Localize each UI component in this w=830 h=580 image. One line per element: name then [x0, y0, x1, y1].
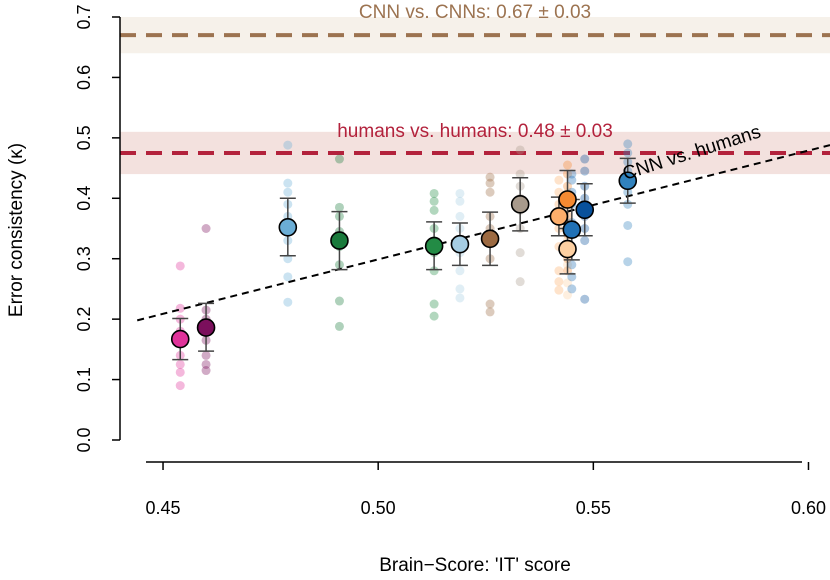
model-mean-point-12: [575, 200, 595, 220]
sample-point-3-0: [334, 321, 344, 331]
model-mean-point-9: [558, 190, 577, 209]
sample-point-10-0: [563, 290, 573, 300]
sample-point-2-1: [283, 272, 293, 282]
model-mean-point-11: [562, 220, 582, 240]
sample-point-13-2: [623, 199, 633, 209]
sample-point-11-8: [567, 169, 577, 179]
x-tick-label-3: 0.60: [791, 498, 826, 518]
sample-point-1-7: [201, 224, 211, 233]
sample-point-1-0: [201, 366, 211, 376]
sample-point-6-6: [485, 187, 495, 197]
model-means: [170, 171, 638, 349]
y-tick-label-1: 0.1: [74, 367, 94, 392]
sample-point-8-1: [554, 277, 564, 287]
model-mean-point-3: [330, 231, 349, 250]
sample-point-4-7: [429, 196, 439, 206]
sample-point-3-6: [334, 202, 344, 212]
y-tick-label-4: 0.4: [74, 186, 94, 211]
sample-point-11-1: [567, 272, 577, 282]
sample-point-5-1: [455, 284, 465, 294]
sample-point-4-1: [429, 299, 439, 309]
model-mean-point-10: [558, 239, 577, 259]
sample-point-0-0: [175, 381, 185, 391]
sample-point-2-0: [283, 297, 293, 307]
sample-point-13-0: [623, 257, 633, 267]
sample-point-12-1: [580, 236, 590, 246]
sample-point-0-1: [175, 367, 185, 377]
sample-point-7-6: [515, 169, 525, 179]
sample-point-0-7: [175, 303, 185, 313]
model-mean-point-8: [549, 207, 569, 226]
sample-point-8-8: [554, 175, 564, 185]
y-tick-label-0: 0.0: [74, 427, 94, 452]
sample-point-5-7: [455, 196, 465, 206]
sample-point-2-2: [283, 254, 293, 264]
sample-point-5-0: [455, 293, 465, 303]
sample-point-6-0: [485, 307, 495, 317]
sample-point-11-0: [567, 284, 577, 294]
model-mean-point-5: [450, 234, 470, 254]
sample-point-9-7: [563, 160, 573, 170]
model-mean-point-0: [170, 329, 190, 349]
y-axis-title: Error consistency (κ): [6, 143, 27, 317]
band-label-cnn: CNN vs. CNNs: 0.67 ± 0.03: [359, 2, 591, 23]
model-mean-point-2: [278, 217, 298, 237]
error-bars: [172, 157, 636, 361]
sample-point-7-1: [515, 248, 525, 258]
x-axis-title: Brain−Score: 'IT' score: [379, 555, 571, 576]
model-mean-point-13: [618, 171, 638, 191]
y-tick-label-6: 0.6: [74, 65, 94, 90]
y-tick-label-5: 0.5: [74, 125, 94, 150]
x-tick-label-2: 0.55: [576, 498, 611, 518]
sample-point-2-6: [283, 187, 293, 197]
model-mean-point-6: [480, 229, 500, 249]
sample-point-6-7: [485, 178, 495, 188]
reference-bands: [120, 17, 830, 175]
sample-point-10-1: [563, 278, 573, 288]
sample-point-5-8: [455, 188, 465, 198]
sample-point-2-7: [283, 178, 293, 188]
sample-point-5-6: [455, 211, 465, 221]
y-tick-label-3: 0.3: [74, 246, 94, 271]
sample-point-8-0: [554, 285, 564, 295]
sample-point-11-2: [567, 260, 577, 270]
sample-point-4-6: [429, 205, 439, 215]
sample-point-2-8: [283, 140, 293, 150]
sample-point-1-2: [201, 350, 211, 360]
x-tick-label-0: 0.45: [146, 498, 181, 518]
sample-point-7-7: [515, 145, 525, 155]
band-label-humans: humans vs. humans: 0.48 ± 0.03: [337, 121, 613, 142]
sample-point-11-7: [567, 175, 577, 185]
y-tick-label-2: 0.2: [74, 307, 94, 332]
sample-point-13-6: [623, 148, 633, 158]
model-mean-point-1: [196, 318, 216, 337]
sample-point-4-8: [429, 188, 439, 198]
sample-point-4-0: [429, 311, 439, 321]
sample-point-0-8: [175, 261, 185, 271]
sample-point-0-2: [175, 359, 185, 369]
sample-point-1-1: [201, 359, 211, 369]
sample-point-13-7: [623, 139, 633, 149]
sample-point-12-0: [580, 294, 590, 304]
sample-point-13-1: [623, 220, 633, 230]
sample-point-12-6: [580, 166, 590, 176]
sample-point-8-2: [554, 266, 564, 276]
sample-point-6-8: [485, 172, 495, 182]
y-tick-label-7: 0.7: [74, 4, 94, 29]
x-tick-label-1: 0.50: [361, 498, 396, 518]
sample-point-4-2: [429, 266, 439, 276]
model-mean-point-4: [424, 236, 444, 256]
sample-points: [175, 139, 633, 391]
sample-point-12-7: [580, 154, 590, 164]
axes: 0.45 0.50 0.55 0.60 0.0 0.1 0.2 0.3 0.4 0.5 0.6 0.7: [74, 4, 826, 518]
model-mean-point-7: [510, 195, 530, 214]
sample-point-6-1: [485, 299, 495, 309]
sample-point-7-0: [515, 277, 525, 287]
sample-point-3-1: [334, 296, 344, 306]
sample-point-5-2: [455, 266, 465, 276]
sample-point-3-7: [334, 154, 344, 164]
